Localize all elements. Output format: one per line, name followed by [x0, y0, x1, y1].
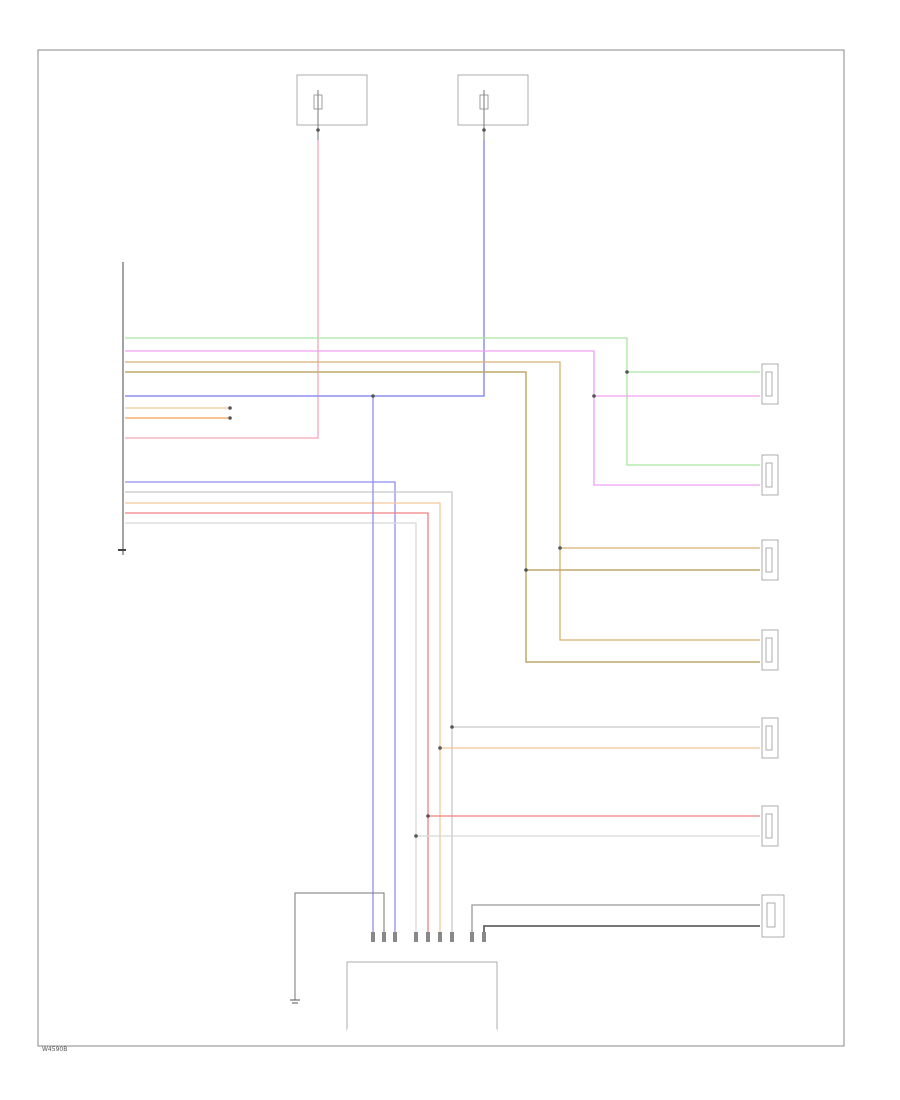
- speaker-rear-right: [761, 805, 779, 847]
- speaker-front-left-tweeter: [761, 363, 779, 405]
- speaker-subwoofer: [761, 894, 785, 938]
- speaker-front-left-door: [761, 454, 779, 496]
- speaker-front-right-tweeter: [761, 539, 779, 581]
- ground-icon: [290, 999, 300, 1004]
- speaker-front-right-door: [761, 629, 779, 671]
- wire-olive-branch: [525, 570, 760, 663]
- wire-gray-lower: [125, 491, 453, 935]
- wire-green: [125, 337, 760, 373]
- fuse-box-left: [296, 74, 368, 140]
- junction-dots: [228, 128, 629, 838]
- wire-magenta: [125, 350, 760, 397]
- wire-magenta-branch: [593, 396, 760, 486]
- subwoofer-amplifier: [346, 961, 498, 1031]
- amp-connector-pins: [371, 932, 486, 942]
- wire-orange-front-branch: [559, 548, 760, 641]
- wire-gray-lower-2: [125, 522, 417, 935]
- diagram-frame: [37, 49, 845, 1047]
- wire-pink-power: [125, 140, 319, 439]
- wire-sub-2: [483, 925, 760, 935]
- wire-red-lower: [125, 512, 429, 935]
- speaker-rear-left: [761, 717, 779, 759]
- wire-green-branch: [626, 372, 760, 466]
- wire-orange-front: [125, 361, 760, 549]
- wire-sub-1: [471, 904, 760, 935]
- footer-code: W4590B: [42, 1046, 67, 1053]
- fuse-box-right: [457, 74, 529, 140]
- wire-blue-lower: [125, 481, 396, 935]
- wire-olive: [125, 371, 760, 571]
- wire-orange-lower: [125, 502, 441, 935]
- wire-ground: [294, 892, 385, 1000]
- wire-blue-power: [125, 140, 485, 397]
